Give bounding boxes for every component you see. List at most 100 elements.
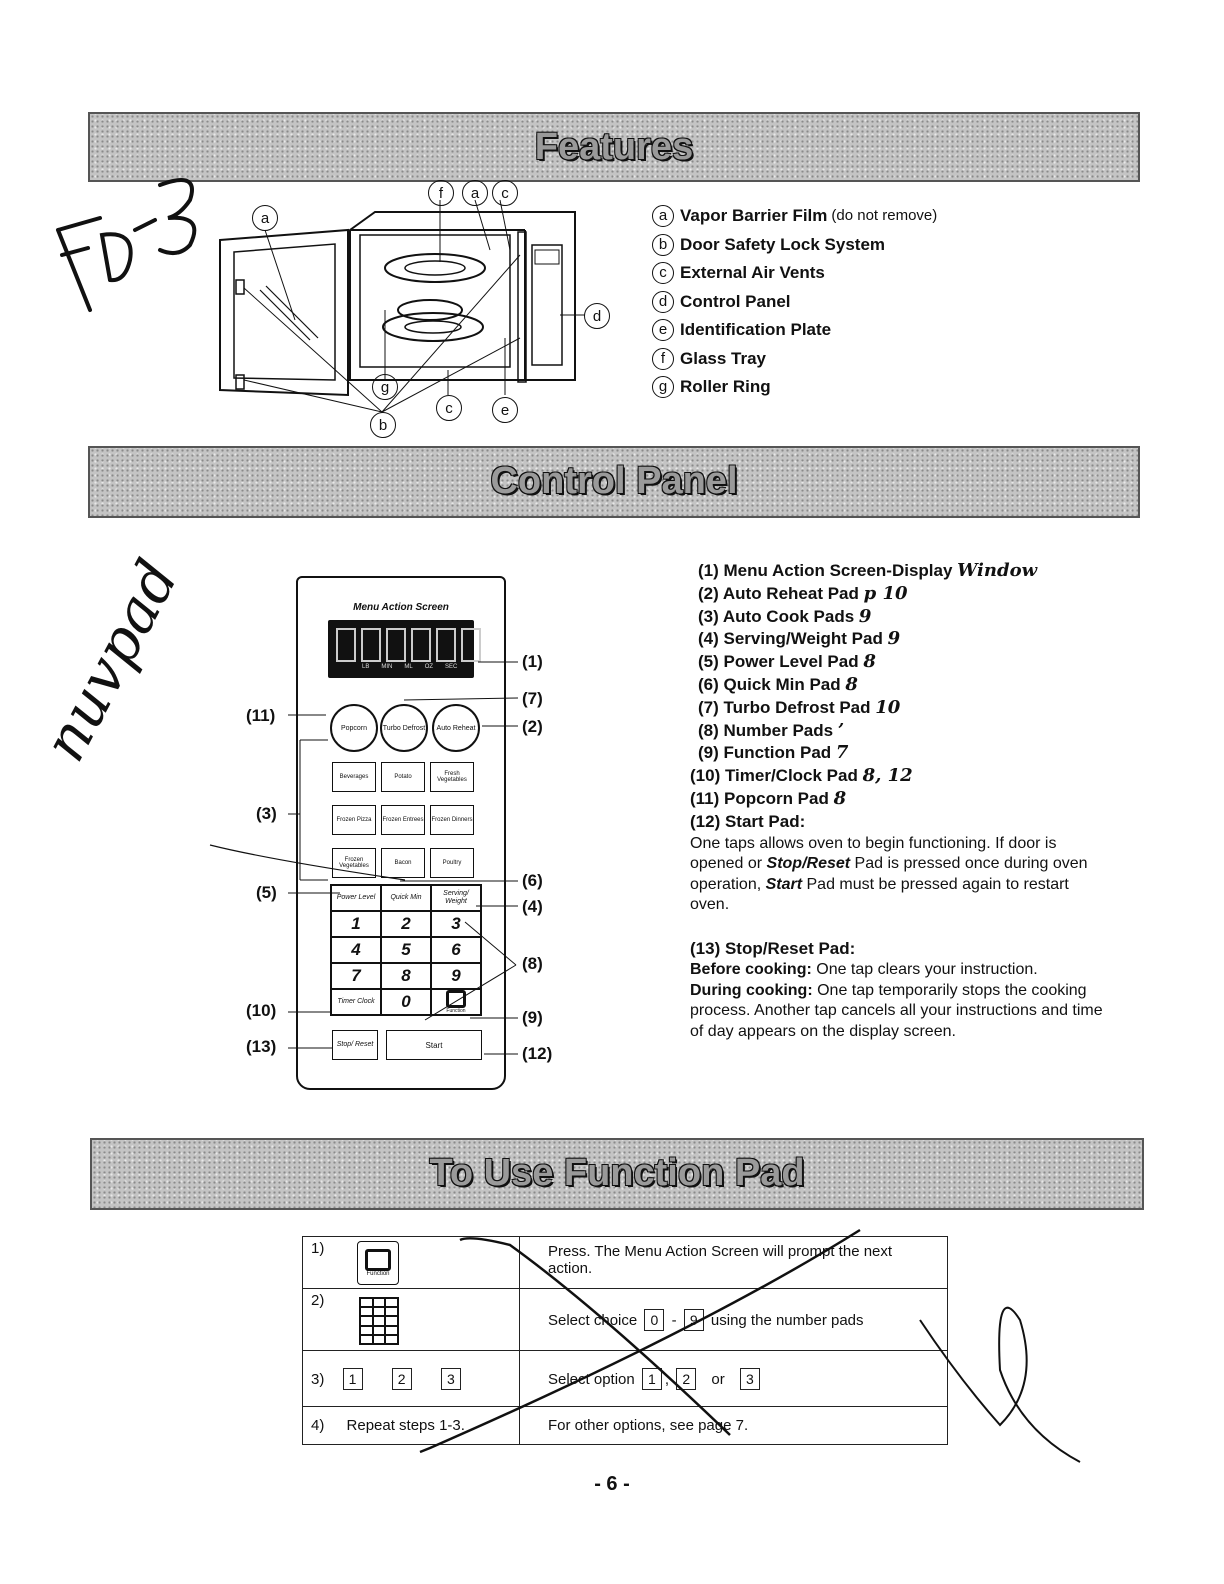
cook-pad-poultry[interactable]: Poultry xyxy=(430,848,474,878)
cp-item-6: (6) Quick Min Pad 8 xyxy=(698,673,858,695)
callout-12: (12) xyxy=(522,1044,553,1063)
function-pad-icon: Function xyxy=(357,1241,399,1285)
callout-2: (2) xyxy=(522,717,543,736)
cp-item-5: (5) Power Level Pad 8 xyxy=(698,651,876,673)
callout-9: (9) xyxy=(522,1008,543,1027)
stop-reset-during: During cooking: One tap temporarily stop… xyxy=(690,981,1103,1040)
number-pad-2[interactable]: 2 xyxy=(381,911,431,937)
callout-10: (10) xyxy=(246,1001,277,1020)
cp-item-4: (4) Serving/Weight Pad 9 xyxy=(698,628,901,650)
auto-cook-pads: Beverages Potato Fresh Vegetables Frozen… xyxy=(332,762,474,878)
cook-pad-beverages[interactable]: Beverages xyxy=(332,762,376,792)
screen-label: Menu Action Screen xyxy=(353,602,449,613)
diagram-callout-g: g xyxy=(372,374,398,400)
diagram-callout-a-door: a xyxy=(252,205,278,231)
start-pad-description: One taps allows oven to begin functionin… xyxy=(690,834,1088,914)
cook-pad-fresh-vegetables[interactable]: Fresh Vegetables xyxy=(430,762,474,792)
number-pad-3[interactable]: 3 xyxy=(431,911,481,937)
cp-item-2: (2) Auto Reheat Pad p 10 xyxy=(698,582,908,604)
features-banner: Features xyxy=(88,112,1140,182)
quick-min-pad[interactable]: Quick Min xyxy=(381,885,431,911)
callout-11: (11) xyxy=(246,706,276,725)
control-panel-device: Menu Action Screen LB MIN ML OZ SEC Popc… xyxy=(296,576,506,1090)
cook-pad-frozen-dinners[interactable]: Frozen Dinners xyxy=(430,805,474,835)
function-icon xyxy=(446,990,466,1008)
diagram-callout-f: f xyxy=(428,180,454,206)
diagram-callout-a: a xyxy=(462,180,488,206)
number-pad-1[interactable]: 1 xyxy=(331,911,381,937)
callout-6: (6) xyxy=(522,871,543,890)
table-row: 1) Function Press. The Menu Action Scree… xyxy=(302,1236,948,1289)
cook-pad-frozen-vegetables[interactable]: Frozen Vegetables xyxy=(332,848,376,878)
display-digits xyxy=(336,628,481,662)
function-glyph-icon xyxy=(365,1249,391,1271)
option-box-3: 3 xyxy=(440,1367,461,1390)
callout-13: (13) xyxy=(246,1037,277,1056)
number-keypad: Power Level Quick Min Serving/ Weight 1 … xyxy=(330,884,482,1016)
function-pad[interactable]: Function xyxy=(431,989,481,1015)
popcorn-pad[interactable]: Popcorn xyxy=(330,704,378,752)
cook-pad-potato[interactable]: Potato xyxy=(381,762,425,792)
stop-reset-before: Before cooking: One tap clears your inst… xyxy=(690,961,1038,979)
handwritten-page-code xyxy=(56,178,197,312)
control-panel-title: Control Panel xyxy=(490,460,738,502)
number-pad-9[interactable]: 9 xyxy=(431,963,481,989)
function-pad-title: To Use Function Pad xyxy=(429,1152,805,1194)
number-pad-8[interactable]: 8 xyxy=(381,963,431,989)
step-2-instruction: Select choice 0 - 9 using the number pad… xyxy=(519,1288,948,1351)
auto-reheat-pad[interactable]: Auto Reheat xyxy=(432,704,480,752)
number-pad-5[interactable]: 5 xyxy=(381,937,431,963)
handwritten-side-note: nuvpad xyxy=(30,549,192,772)
callout-1: (1) xyxy=(522,652,543,671)
step-3-instruction: Select option 1, 2 or 3 xyxy=(519,1350,948,1407)
table-row: 3) 1 2 3 Select option 1, 2 or 3 xyxy=(302,1350,948,1407)
diagram-callout-c-top: c xyxy=(492,180,518,206)
number-pad-grid-icon xyxy=(359,1297,399,1345)
stop-reset-heading: (13) Stop/Reset Pad: xyxy=(690,938,856,958)
power-level-pad[interactable]: Power Level xyxy=(331,885,381,911)
serving-weight-pad[interactable]: Serving/ Weight xyxy=(431,885,481,911)
cook-pad-frozen-pizza[interactable]: Frozen Pizza xyxy=(332,805,376,835)
step-4-instruction: For other options, see page 7. xyxy=(519,1406,948,1445)
start-pad[interactable]: Start xyxy=(386,1030,482,1060)
stop-reset-pad[interactable]: Stop/ Reset xyxy=(332,1030,378,1060)
microwave-diagram xyxy=(219,199,585,413)
display-units: LB MIN ML OZ SEC xyxy=(362,664,458,670)
table-row: 4) Repeat steps 1-3. For other options, … xyxy=(302,1406,948,1445)
cp-item-7: (7) Turbo Defrost Pad 10 xyxy=(698,696,901,718)
cook-pad-frozen-entrees[interactable]: Frozen Entrees xyxy=(381,805,425,835)
cp-item-3: (3) Auto Cook Pads 9 xyxy=(698,605,872,627)
callout-4: (4) xyxy=(522,897,543,916)
callout-3: (3) xyxy=(256,804,277,823)
number-pad-7[interactable]: 7 xyxy=(331,963,381,989)
callout-7: (7) xyxy=(522,689,543,708)
cp-item-8: (8) Number Pads ’ xyxy=(698,719,845,741)
choice-box-0: 0 xyxy=(644,1308,665,1331)
number-pad-0[interactable]: 0 xyxy=(381,989,431,1015)
panel-callout-lines xyxy=(209,661,519,1055)
callout-8: (8) xyxy=(522,954,543,973)
cook-pad-bacon[interactable]: Bacon xyxy=(381,848,425,878)
page-number: - 6 - xyxy=(594,1473,630,1495)
table-row: 2) Select choice 0 - 9 using the number … xyxy=(302,1288,948,1351)
option-box-1: 1 xyxy=(342,1367,363,1390)
diagram-callout-c-bottom: c xyxy=(436,395,462,421)
number-pad-6[interactable]: 6 xyxy=(431,937,481,963)
number-pad-4[interactable]: 4 xyxy=(331,937,381,963)
cp-item-10: (10) Timer/Clock Pad 8, 12 xyxy=(690,765,913,787)
cp-item-1: (1) Menu Action Screen-Display Window xyxy=(698,560,1038,581)
timer-clock-pad[interactable]: Timer Clock xyxy=(331,989,381,1015)
turbo-defrost-pad[interactable]: Turbo Defrost xyxy=(380,704,428,752)
option-box-2: 2 xyxy=(391,1367,412,1390)
handwritten-strike-mark xyxy=(419,1228,1081,1463)
step-1-instruction: Press. The Menu Action Screen will promp… xyxy=(519,1236,948,1289)
function-pad-banner: To Use Function Pad xyxy=(90,1138,1144,1210)
diagram-callout-e: e xyxy=(492,397,518,423)
